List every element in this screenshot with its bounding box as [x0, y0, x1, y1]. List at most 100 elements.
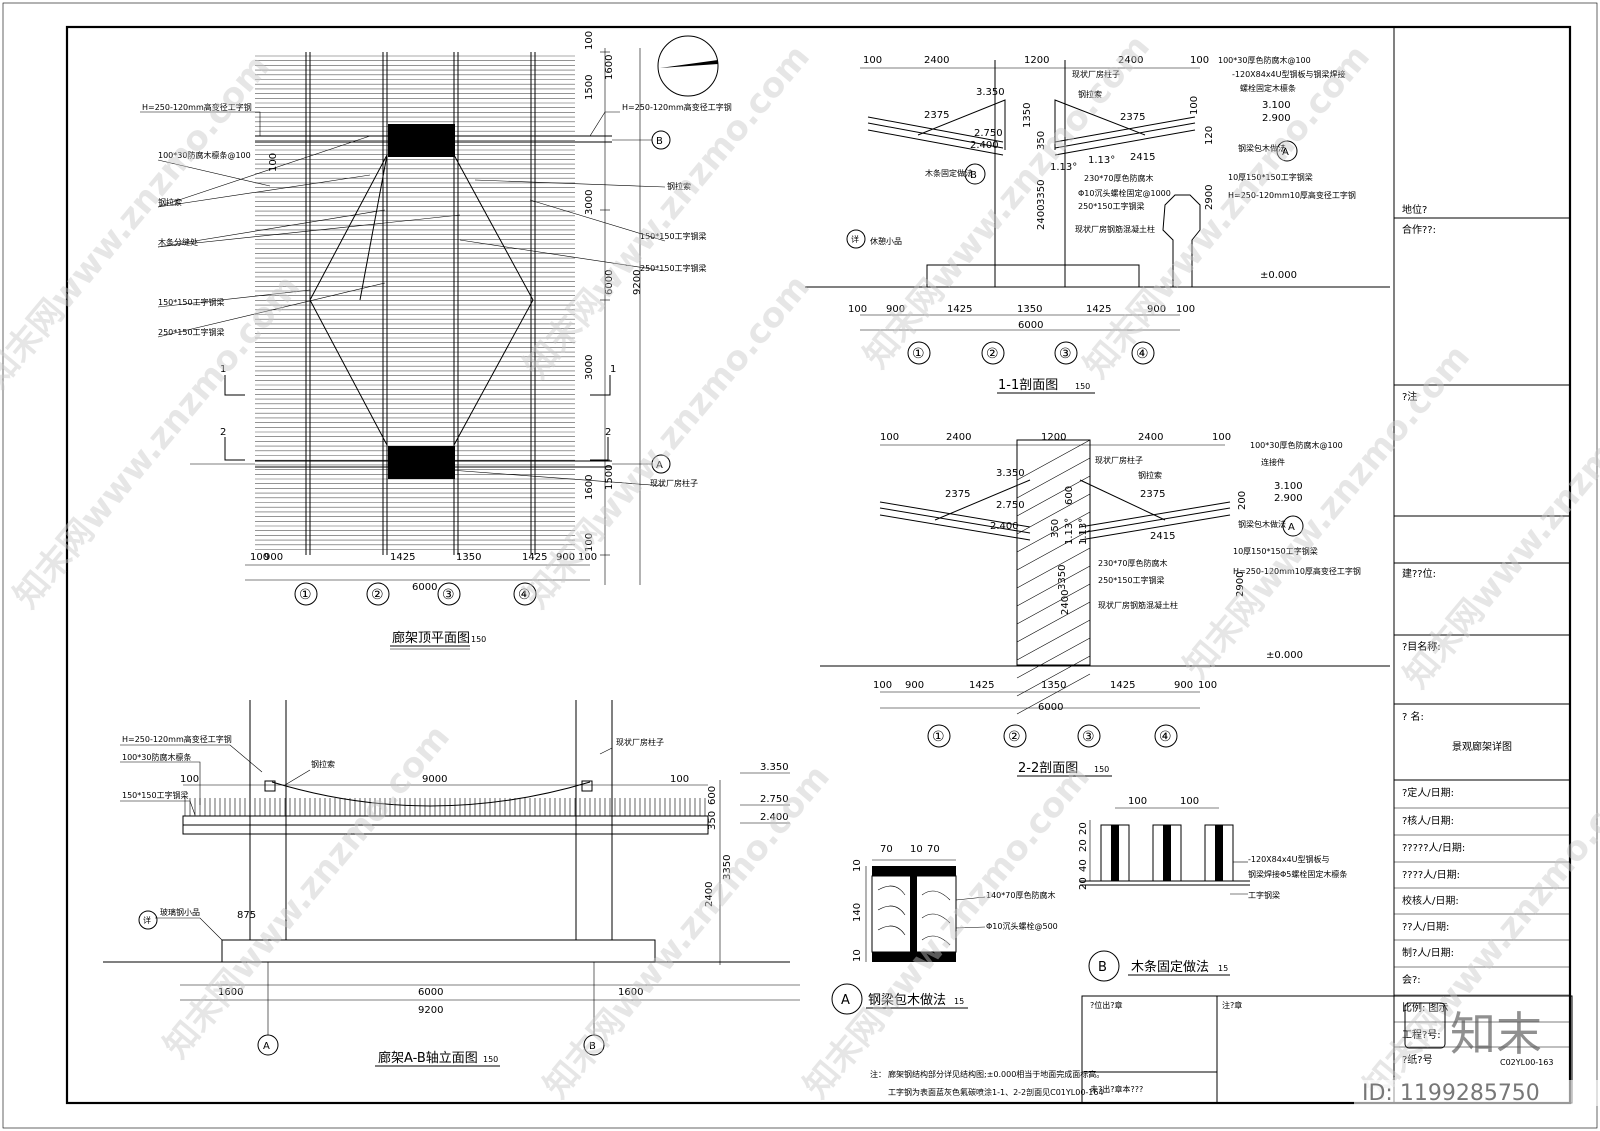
- h-beam-left-label: H=250-120mm高变径工字钢: [142, 102, 252, 112]
- roof-axis-label: ④: [518, 587, 531, 603]
- roof-dim-bottom: 1425: [522, 552, 547, 563]
- roof-dim-right: 1500: [584, 75, 595, 100]
- detail-a-bubble: [831, 983, 863, 1015]
- el-total: 9200: [418, 1005, 443, 1016]
- sec2-mark-left: 2: [220, 427, 226, 438]
- el-elev: 3.350: [760, 762, 789, 773]
- s22-dim: 350: [1050, 519, 1061, 538]
- s22-top-dim: 100: [880, 432, 899, 443]
- s22-top-dim: 1200: [1041, 432, 1066, 443]
- s11-label-column: 现状厂房柱子: [1072, 69, 1120, 79]
- sec2-mark-right: 2: [605, 427, 611, 438]
- detail-b-title: 木条固定做法: [1131, 959, 1209, 975]
- detail-b-letter: B: [1098, 960, 1107, 975]
- s11-top-dim: 2400: [924, 55, 949, 66]
- s22-elev: ±0.000: [1266, 650, 1303, 661]
- s11-axis-bubble: [1054, 341, 1078, 365]
- detail-a-title: 钢梁包木做法: [868, 993, 946, 1008]
- tb-row-label: 制?人/日期:: [1402, 946, 1454, 959]
- s22-label-wrap: 钢梁包木做法: [1238, 519, 1286, 529]
- s22-bot-dim: 900: [905, 680, 924, 691]
- roof-axis-bubble: [513, 582, 537, 606]
- s11-bot-dim: 900: [886, 304, 905, 315]
- s22-dim: 2400: [1060, 590, 1071, 615]
- tb-row-label: 校核人/日期:: [1402, 894, 1459, 907]
- s11-detail-b-bubble: [964, 163, 986, 185]
- s11-bot-dim: 900: [1147, 304, 1166, 315]
- small-dim: 100: [268, 153, 279, 172]
- s11-dim: 2375: [1120, 112, 1145, 123]
- joint-label: 木条分缝处: [158, 237, 198, 247]
- s22-axis-bubble: [1003, 724, 1027, 748]
- s22-axis-label: ①: [932, 729, 945, 745]
- el-span: 9000: [422, 774, 447, 785]
- el-label-bench: 玻璃钢小品: [160, 907, 200, 917]
- s11-label-rod: 钢拉索: [1078, 89, 1102, 99]
- tb-address: 地位?: [1402, 203, 1427, 216]
- s22-label-hbeam: H=250-120mm10厚高变径工字钢: [1233, 566, 1361, 576]
- note-line2: 工字钢为表面蓝灰色氟碳喷涂1-1、2-2剖面见C01YL00-164: [888, 1087, 1104, 1097]
- s11-det-bubble: [846, 229, 866, 249]
- el-det: 详: [143, 915, 151, 925]
- roof-dim-right: 3000: [584, 355, 595, 380]
- s11-bot-dim: 1425: [1086, 304, 1111, 315]
- da-bolt: Φ10沉头螺栓@500: [986, 921, 1058, 931]
- da-dim-left: 10: [852, 859, 863, 872]
- note-prefix: 注：: [870, 1069, 886, 1079]
- s22-top-dim: 2400: [1138, 432, 1163, 443]
- tb-row-label: 工程?号:: [1402, 1029, 1441, 1041]
- s22-bot-dim: 100: [1198, 680, 1217, 691]
- el-label-steel150: 150*150工字钢梁: [122, 790, 189, 800]
- s11-elev: ±0.000: [1260, 270, 1297, 281]
- el-elev: 2.400: [760, 812, 789, 823]
- s22-top-dim: 2400: [946, 432, 971, 443]
- stamp-brand: 知末: [1450, 1007, 1542, 1061]
- da-dim-left: 10: [852, 949, 863, 962]
- s22-dim: 600: [1064, 486, 1075, 505]
- s22-label-steel250: 250*150工字钢梁: [1098, 575, 1165, 585]
- roof-dim-bottom: 100: [578, 552, 597, 563]
- sec1-mark-left: 1: [220, 364, 226, 375]
- el-offset: 875: [237, 910, 256, 921]
- roof-axis-label: ①: [299, 587, 312, 603]
- north-arrow-pointer: [660, 60, 718, 68]
- roof-dim-bottom: 1350: [456, 552, 481, 563]
- tb-row-label: 会?:: [1402, 973, 1421, 986]
- tb-drawing-no: C02YL00-163: [1500, 1058, 1553, 1067]
- s11-elev: 2.400: [970, 140, 999, 151]
- roof-axis-label: ③: [442, 587, 455, 603]
- sec1-mark-right: 1: [610, 364, 616, 375]
- s11-dim: 350: [1036, 131, 1047, 150]
- roof-axis-bubble: [294, 582, 318, 606]
- roof-axis-label: ②: [371, 587, 384, 603]
- watermark-text: 知末网www.znzmo.com: [156, 717, 458, 1066]
- db-dim-top: 100: [1128, 796, 1147, 807]
- hatch-line: [1016, 547, 1091, 589]
- s22-label-beam10: 10厚150*150工字钢梁: [1233, 546, 1318, 556]
- el-dim-right: 2400: [704, 882, 715, 907]
- steel250-left-label: 250*150工字钢梁: [158, 327, 225, 337]
- axis-a-label: A: [656, 460, 663, 471]
- el-title: 廊架A-B轴立面图: [378, 1050, 478, 1066]
- s11-label-concrete: 现状厂房钢筋混凝土柱: [1075, 224, 1155, 234]
- s11-detail-a: A: [1282, 147, 1289, 158]
- tb-row-label: ????人/日期:: [1402, 869, 1460, 881]
- s11-top-dim: 2400: [1118, 55, 1143, 66]
- s22-elev: 3.350: [996, 468, 1025, 479]
- inner-border: [65, 25, 1572, 1105]
- el-scale: 150: [483, 1055, 498, 1064]
- h-beam-right-label: H=250-120mm高变径工字钢: [622, 102, 732, 112]
- watermark-text: 知末网www.znzmo.com: [536, 757, 838, 1106]
- title-block: 地位? 合作??: ?注 建??位: ?目名称: ? 名: 景观廊架详图 ?定人…: [1393, 27, 1570, 1103]
- roof-dim-right: 1600: [584, 475, 595, 500]
- hatch-line: [1016, 439, 1091, 481]
- column-b: [388, 124, 455, 157]
- roof-dim-right: 1500: [604, 465, 615, 490]
- roof-plan: H=250-120mm高变径工字钢 100*30防腐木檩条@100 钢拉索 木条…: [140, 31, 732, 650]
- axis-b-label: B: [656, 136, 663, 147]
- s11-label-beam10: 10厚150*150工字钢梁: [1228, 172, 1313, 182]
- el-dim-bottom: 1600: [618, 987, 643, 998]
- s22-dim: 1.13°: [1064, 518, 1075, 545]
